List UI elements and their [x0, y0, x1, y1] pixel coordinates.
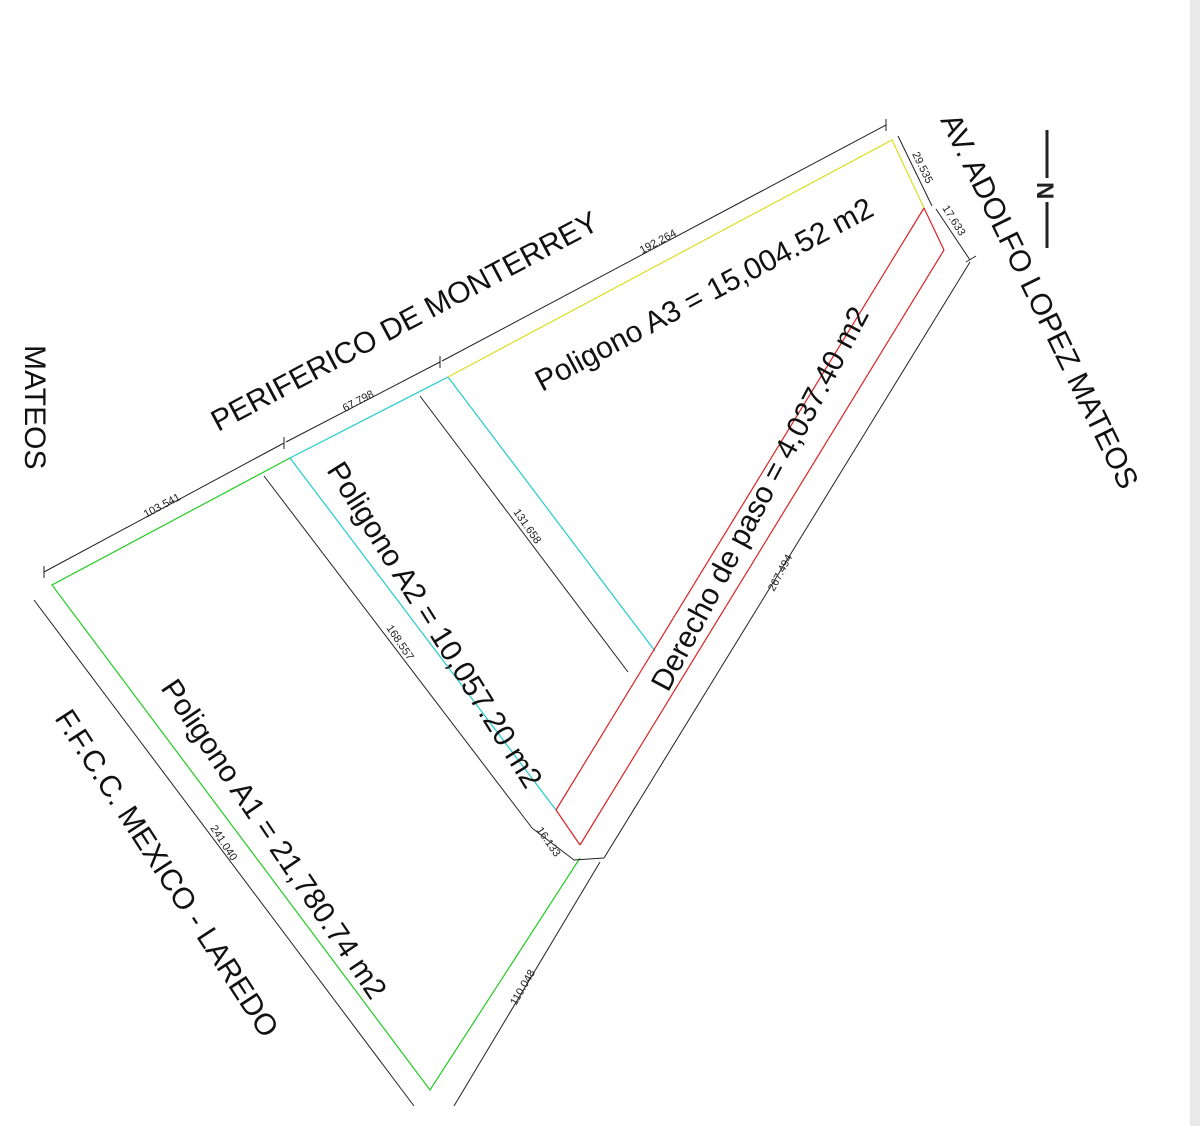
street-label-mateos-partial: MATEOS	[18, 345, 51, 469]
dimension-110-048: 110.048	[508, 968, 538, 1008]
dimension-16-133: 16.133	[534, 825, 563, 859]
dimension-192-264: 192.264	[638, 227, 679, 256]
dimension-131-658: 131.658	[511, 507, 544, 546]
street-label-periferico: PERIFERICO DE MONTERREY	[206, 206, 604, 439]
polygon-a3-boundary	[447, 139, 925, 378]
area-label-a2: Poligono A2 = 10,057.20 m2	[320, 456, 548, 794]
dimension-67-798: 67.798	[341, 388, 376, 414]
north-arrow-icon: N	[1031, 130, 1058, 248]
dimension-168-557: 168.557	[384, 623, 416, 663]
polygon-a1-boundary	[51, 457, 581, 1092]
north-arrow-label: N	[1031, 182, 1058, 199]
area-label-derecho-de-paso: Derecho de paso = 4,037.40 m2	[645, 302, 876, 697]
polygon-a2-boundary	[289, 376, 656, 811]
dimension-103-541: 103.541	[142, 491, 183, 520]
area-label-a1: Poligono A1 = 21,780.74 m2	[154, 673, 393, 1005]
right-edge-bar	[1190, 0, 1200, 1126]
street-label-ffcc-mexico-laredo: F.F.C.C. MEXICO - LAREDO	[48, 704, 284, 1044]
dimension-267-494: 267.494	[766, 553, 795, 594]
street-label-adolfo-lopez-mateos: AV. ADOLFO LOPEZ MATEOS	[934, 109, 1145, 495]
derecho-de-paso-boundary	[555, 207, 945, 846]
dimension-lines	[33, 119, 977, 1107]
